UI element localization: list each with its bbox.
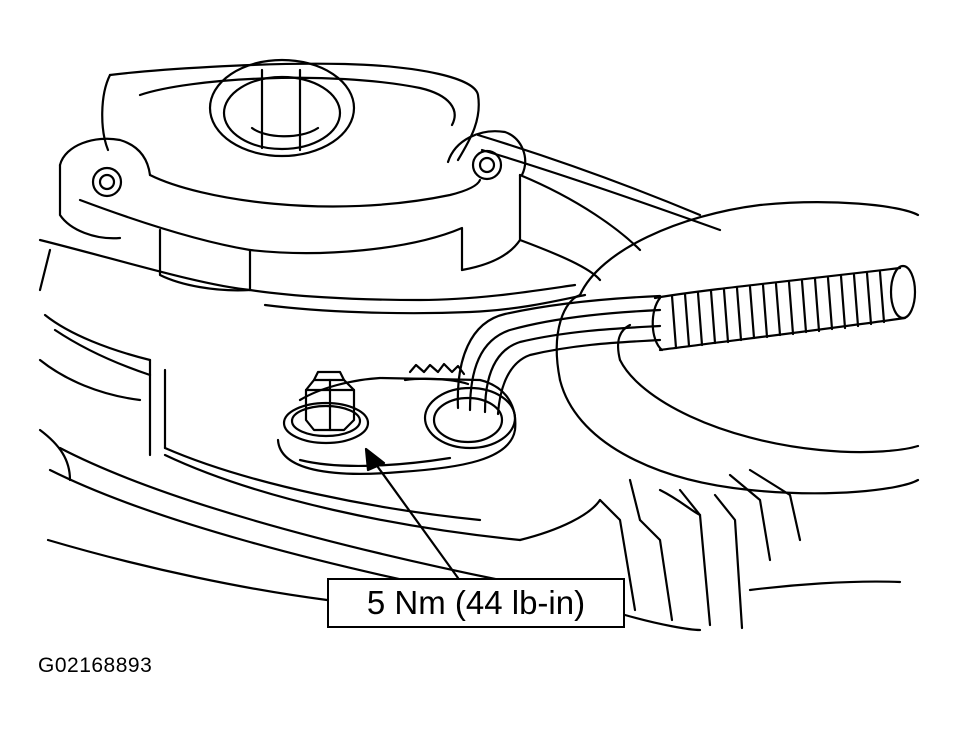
pocket-bottom-outer (163, 453, 522, 542)
bolt-washer-inner (290, 404, 362, 438)
shaft (260, 68, 302, 152)
lower-edge-1 (58, 446, 502, 582)
left-ear-side (58, 163, 122, 240)
right-ear-top (446, 130, 527, 177)
plate-corner-left (38, 248, 52, 292)
upper-housing (58, 58, 527, 292)
pocket-bottom-edge (163, 446, 482, 522)
housing-front-right (248, 226, 464, 272)
cover-left-rim (555, 293, 582, 382)
torque-callout-label: 5 Nm (44 lb-in) (366, 584, 586, 621)
housing-right-side (460, 173, 522, 272)
cover-inner-rim (618, 358, 920, 454)
housing-front-left (78, 198, 252, 292)
wiring-harness (456, 264, 917, 416)
sensor-gear-teeth (408, 362, 466, 376)
rail-top-2 (480, 148, 722, 232)
conduit-ribs (670, 270, 886, 350)
housing-boss-rim (108, 62, 480, 162)
wire-1 (468, 308, 662, 412)
base-plate (38, 133, 802, 632)
housing-boss-left (101, 73, 112, 152)
housing-inner-ring (138, 76, 456, 127)
bolt-hex-top (312, 370, 346, 382)
lower-left-lip (38, 428, 72, 482)
conduit-end (889, 264, 917, 320)
pillar-4 (713, 493, 744, 630)
rail-top-1 (476, 133, 702, 217)
bolt-hex-head (304, 378, 356, 432)
central-bore-outer (208, 58, 356, 158)
callout-leader (364, 447, 460, 580)
left-ear-hole-outer (91, 166, 123, 198)
right-ear-hole-inner (478, 156, 496, 174)
pillar-2 (638, 518, 674, 622)
wire-3 (456, 294, 662, 410)
lower-edge-3 (46, 538, 329, 602)
pillar-6 (748, 468, 802, 542)
plate-ridge-3 (38, 358, 142, 402)
left-ear-hole-inner (98, 173, 116, 191)
bolt-washer-outer (282, 401, 370, 445)
sensor-pad-inner (432, 396, 504, 444)
conduit-bottom (658, 316, 907, 352)
shaft-floor (250, 126, 320, 138)
wire-2 (483, 324, 662, 414)
sensor-plate (276, 376, 517, 475)
left-ear-top (58, 137, 152, 177)
cover-bottom-rim (558, 378, 920, 495)
figure-id: G02168893 (38, 654, 153, 677)
bolt (282, 370, 370, 445)
central-bore-inner (222, 75, 342, 151)
plate-ridge-1 (43, 313, 152, 362)
cover-inner-left (616, 323, 632, 362)
pocket-right-corner (518, 498, 602, 542)
pillar-3 (678, 488, 712, 627)
pillar-1 (598, 498, 637, 612)
conduit-top (653, 266, 902, 300)
cover-flange (628, 478, 702, 522)
wire-4 (496, 338, 662, 416)
torque-callout: 5 Nm (44 lb-in) (327, 578, 625, 628)
cover-lower-arc (748, 580, 902, 592)
rail-top-4 (518, 238, 602, 282)
bolt-hex-edges (304, 378, 356, 432)
housing-front-upper (148, 173, 482, 208)
plate-ridge-2 (53, 328, 152, 377)
leader-arrowhead (364, 447, 386, 472)
lower-edge-4 (623, 613, 702, 632)
leader-line (373, 461, 460, 580)
rail-top-3 (518, 173, 642, 252)
round-cover (555, 201, 920, 592)
plate-edge-upper-left (38, 238, 252, 292)
pocket-top-inner (263, 293, 587, 315)
housing-lower-step (158, 228, 252, 292)
conduit-mouth (651, 296, 664, 352)
pillar-5 (728, 473, 772, 562)
pocket-top-edge (248, 283, 577, 302)
cover-top-rim (578, 201, 920, 297)
